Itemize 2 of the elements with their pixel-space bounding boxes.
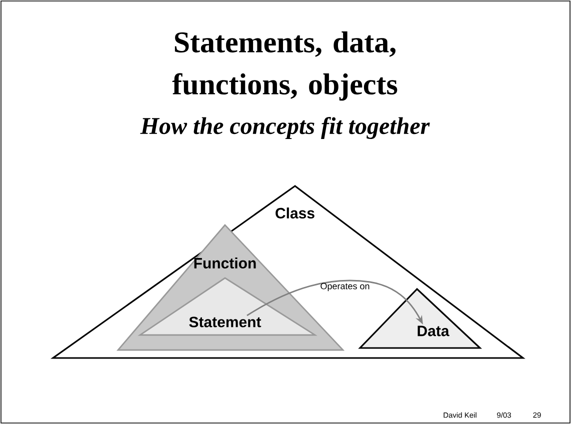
subtitle: How the concepts fit together xyxy=(140,117,430,139)
slide-title: Statements, data, functions, objects xyxy=(172,31,398,101)
